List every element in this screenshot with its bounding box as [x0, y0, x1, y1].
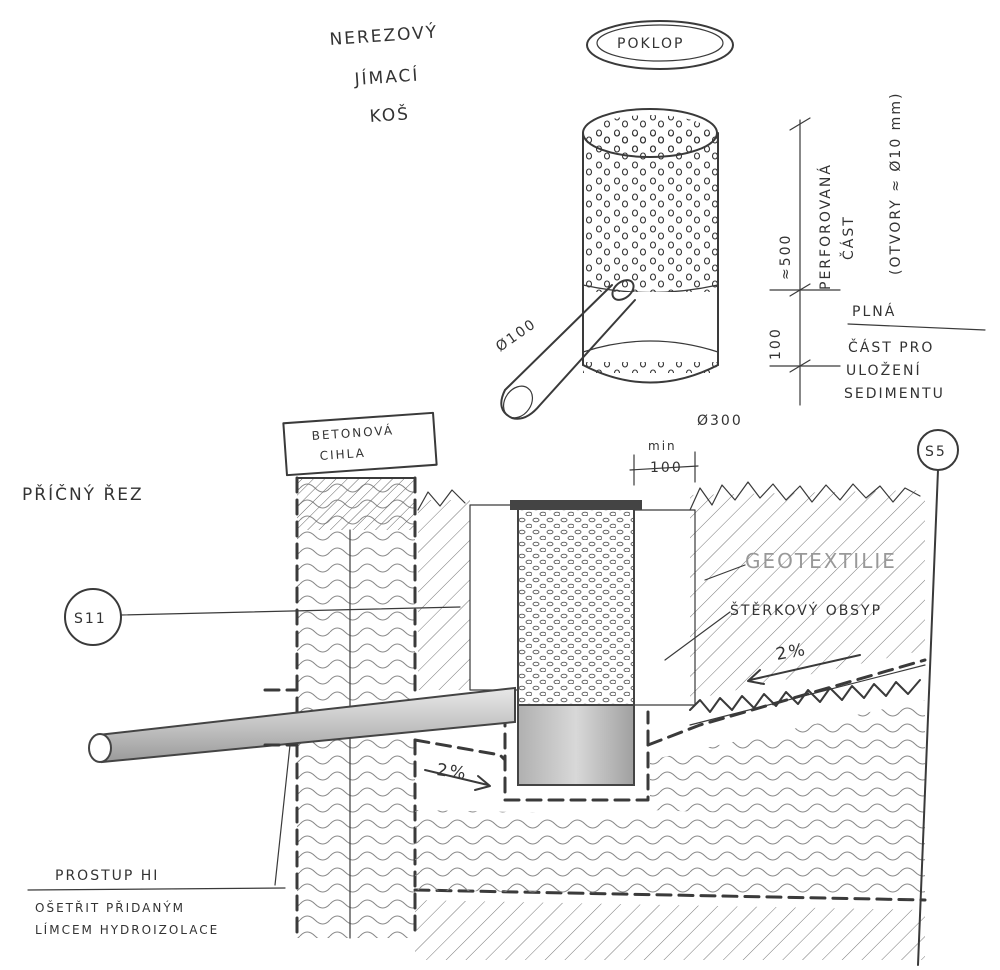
tag-s5-label: S5 [925, 444, 947, 460]
cross-section: PŘÍČNÝ ŘEZ BETONOVÁ CIHLA [22, 411, 959, 966]
membrane-bottom [413, 738, 507, 762]
brick-label-line-2: CIHLA [319, 446, 366, 463]
height-perforated-label: ≈500 [778, 234, 794, 280]
basket-title-line-1: NEREZOVÝ [329, 20, 439, 50]
brick-callout: BETONOVÁ CIHLA [282, 411, 438, 477]
membrane-right [646, 658, 927, 747]
basket-cylinder-icon [582, 108, 719, 384]
dimension-lines [769, 117, 841, 406]
height-solid-label: 100 [768, 327, 784, 360]
tag-s11: S11 [64, 588, 461, 646]
solid-part-line-2: ČÁST PRO [848, 338, 934, 356]
brick-label-line-1: BETONOVÁ [311, 422, 394, 443]
basket-diameter-label: Ø300 [697, 413, 743, 429]
gravel-left [469, 504, 519, 691]
lid-icon: POKLOP [586, 20, 734, 70]
gravel-label: ŠTĚRKOVÝ OBSYP [730, 601, 882, 619]
soil-left [418, 500, 470, 690]
min-dimension: min 100 [629, 439, 699, 486]
perforated-part-line-2: ČÁST [839, 215, 857, 260]
geotextile-label: GEOTEXTILIE [745, 549, 897, 573]
basket-title-line-2: JÍMACÍ [353, 64, 420, 91]
basket-title-line-3: KOŠ [369, 102, 411, 127]
lid-label: POKLOP [617, 36, 684, 52]
penetration-label: PROSTUP HI [55, 868, 159, 884]
gravel-right [633, 509, 696, 706]
penetration-note-line-2: LÍMCEM HYDROIZOLACE [35, 922, 219, 937]
min-label: min [648, 439, 677, 453]
slope-arrow-right: 2% [747, 640, 861, 685]
slope-arrow-bottom: 2% [424, 760, 491, 791]
perforated-part-line-1: PERFOROVANÁ [817, 163, 834, 290]
soil-right [690, 490, 925, 700]
tag-s11-label: S11 [74, 611, 107, 627]
drainage-board [689, 679, 921, 713]
pipe-diameter-label: Ø100 [493, 316, 540, 355]
basket-section-icon [503, 500, 650, 802]
section-title: PŘÍČNÝ ŘEZ [22, 483, 144, 505]
holes-note: (OTVORY ≈ Ø10 mm) [888, 92, 904, 275]
penetration-note: PROSTUP HI OŠETŘIT PŘIDANÝM LÍMCEM HYDRO… [27, 744, 291, 937]
solid-part-line-3: ULOŽENÍ [846, 361, 922, 379]
slope-bottom-label: 2% [435, 760, 468, 784]
membrane-left [263, 688, 299, 747]
solid-part-line-1: PLNÁ [852, 303, 896, 320]
drain-pipe-icon [88, 686, 516, 764]
solid-part-line-4: SEDIMENTU [844, 386, 945, 402]
basket-detail: NEREZOVÝ JÍMACÍ KOŠ POKLOP Ø100 Ø300 [329, 20, 986, 429]
tag-s5: S5 [917, 429, 959, 966]
outlet-pipe-icon [500, 279, 636, 420]
penetration-note-line-1: OŠETŘIT PŘIDANÝM [35, 900, 185, 915]
